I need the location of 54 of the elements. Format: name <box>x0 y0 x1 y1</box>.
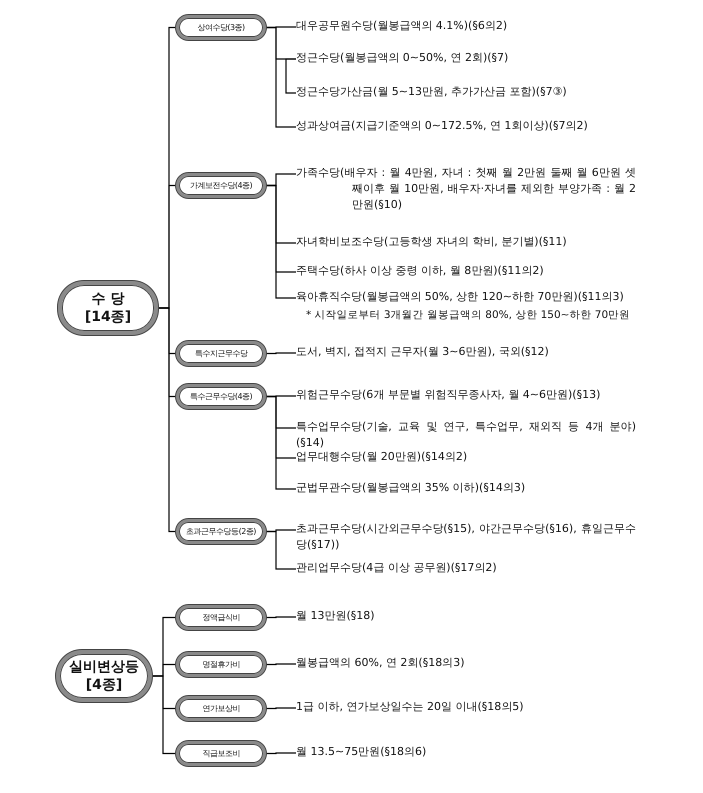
category-label: 연가보상비 <box>202 703 240 714</box>
connector-line <box>266 530 296 570</box>
allowance-text: 가족수당(배우자 : 월 4만원, 자녀 : 첫째 월 2만원 둘째 월 6만원 셋째이후 월 10만원, 배우자·자녀를 제외한 부양가족 : 월 2만원(§10) <box>296 165 636 213</box>
connector-line <box>285 58 296 94</box>
allowance-text: 자녀학비보조수당(고등학생 자녀의 학비, 분기별)(§11) <box>296 234 636 250</box>
category-label: 특수근무수당(4종) <box>190 391 252 402</box>
subcategory-pill <box>176 384 266 409</box>
category-label: 특수지근무수당 <box>194 348 248 359</box>
allowance-text: 초과근무수당(시간외근무수당(§15), 야간근무수당(§16), 휴일근무수당(§17)) <box>296 521 636 553</box>
category-label: 수 당 [14종] <box>84 290 132 326</box>
connector-line <box>266 352 296 354</box>
allowance-text: 월봉급액의 60%, 연 2회(§18의3) <box>296 655 636 671</box>
subcategory-pill <box>176 519 266 544</box>
connector-line <box>266 396 296 490</box>
connector-line <box>266 184 296 299</box>
allowance-text: 성과상여금(지급기준액의 0~172.5%, 연 1회이상)(§7의2) <box>296 118 636 134</box>
allowance-text: 대우공무원수당(월봉급액의 4.1%)(§6의2) <box>296 18 636 34</box>
allowance-text: 특수업무수당(기술, 교육 및 연구, 특수업무, 재외직 등 4개 분야)(§14) <box>296 419 636 451</box>
category-label: 명절휴가비 <box>202 659 240 670</box>
allowance-text: 1급 이하, 연가보상일수는 20일 이내(§18의5) <box>296 699 636 715</box>
connector-line <box>266 616 296 618</box>
subcategory-pill <box>176 341 266 366</box>
subcategory-pill <box>176 15 266 40</box>
category-label: 가계보전수당(4종) <box>190 180 252 191</box>
subcategory-pill <box>176 696 266 721</box>
category-label: 정액급식비 <box>202 612 240 623</box>
subcategory-pill <box>176 605 266 630</box>
category-label: 직급보조비 <box>202 748 240 759</box>
allowance-text: 정근수당가산금(월 5~13만원, 추가가산금 포함)(§7③) <box>296 84 636 100</box>
category-label: 상여수당(3종) <box>197 22 245 33</box>
connector-line <box>266 663 296 666</box>
connector-line <box>266 707 296 710</box>
category-pill <box>56 650 152 702</box>
allowance-text: 정근수당(월봉급액의 0~50%, 연 2회)(§7) <box>296 50 636 66</box>
allowance-text: 월 13만원(§18) <box>296 608 636 624</box>
allowance-text: 도서, 벽지, 접적지 근무자(월 3~6만원), 국외(§12) <box>296 344 636 360</box>
connector-line <box>266 752 296 754</box>
allowance-text: 주택수당(하사 이상 중령 이하, 월 8만원)(§11의2) <box>296 263 636 279</box>
connector-line <box>158 307 176 532</box>
subcategory-pill <box>176 741 266 766</box>
allowance-text: 위험근무수당(6개 부문별 위험직무종사자, 월 4~6만원)(§13) <box>296 387 636 403</box>
connector-line <box>152 675 176 754</box>
footnote-text: * 시작일로부터 3개월간 월봉급액의 80%, 상한 150~하한 70만원 <box>306 308 630 322</box>
allowance-text: 관리업무수당(4급 이상 공무원)(§17의2) <box>296 560 636 576</box>
category-pill <box>58 281 158 335</box>
allowance-text: 업무대행수당(월 20만원)(§14의2) <box>296 449 636 465</box>
allowance-text: 육아휴직수당(월봉급액의 50%, 상한 120~하한 70만원)(§11의3) <box>296 289 636 305</box>
connector-line <box>266 26 296 128</box>
subcategory-pill <box>176 652 266 677</box>
category-label: 초과근무수당등(2종) <box>186 526 256 537</box>
subcategory-pill <box>176 173 266 198</box>
category-label: 실비변상등 [4종] <box>68 658 140 694</box>
allowance-text: 군법무관수당(월봉급액의 35% 이하)(§14의3) <box>296 480 636 496</box>
allowance-text: 월 13.5~75만원(§18의6) <box>296 744 636 760</box>
